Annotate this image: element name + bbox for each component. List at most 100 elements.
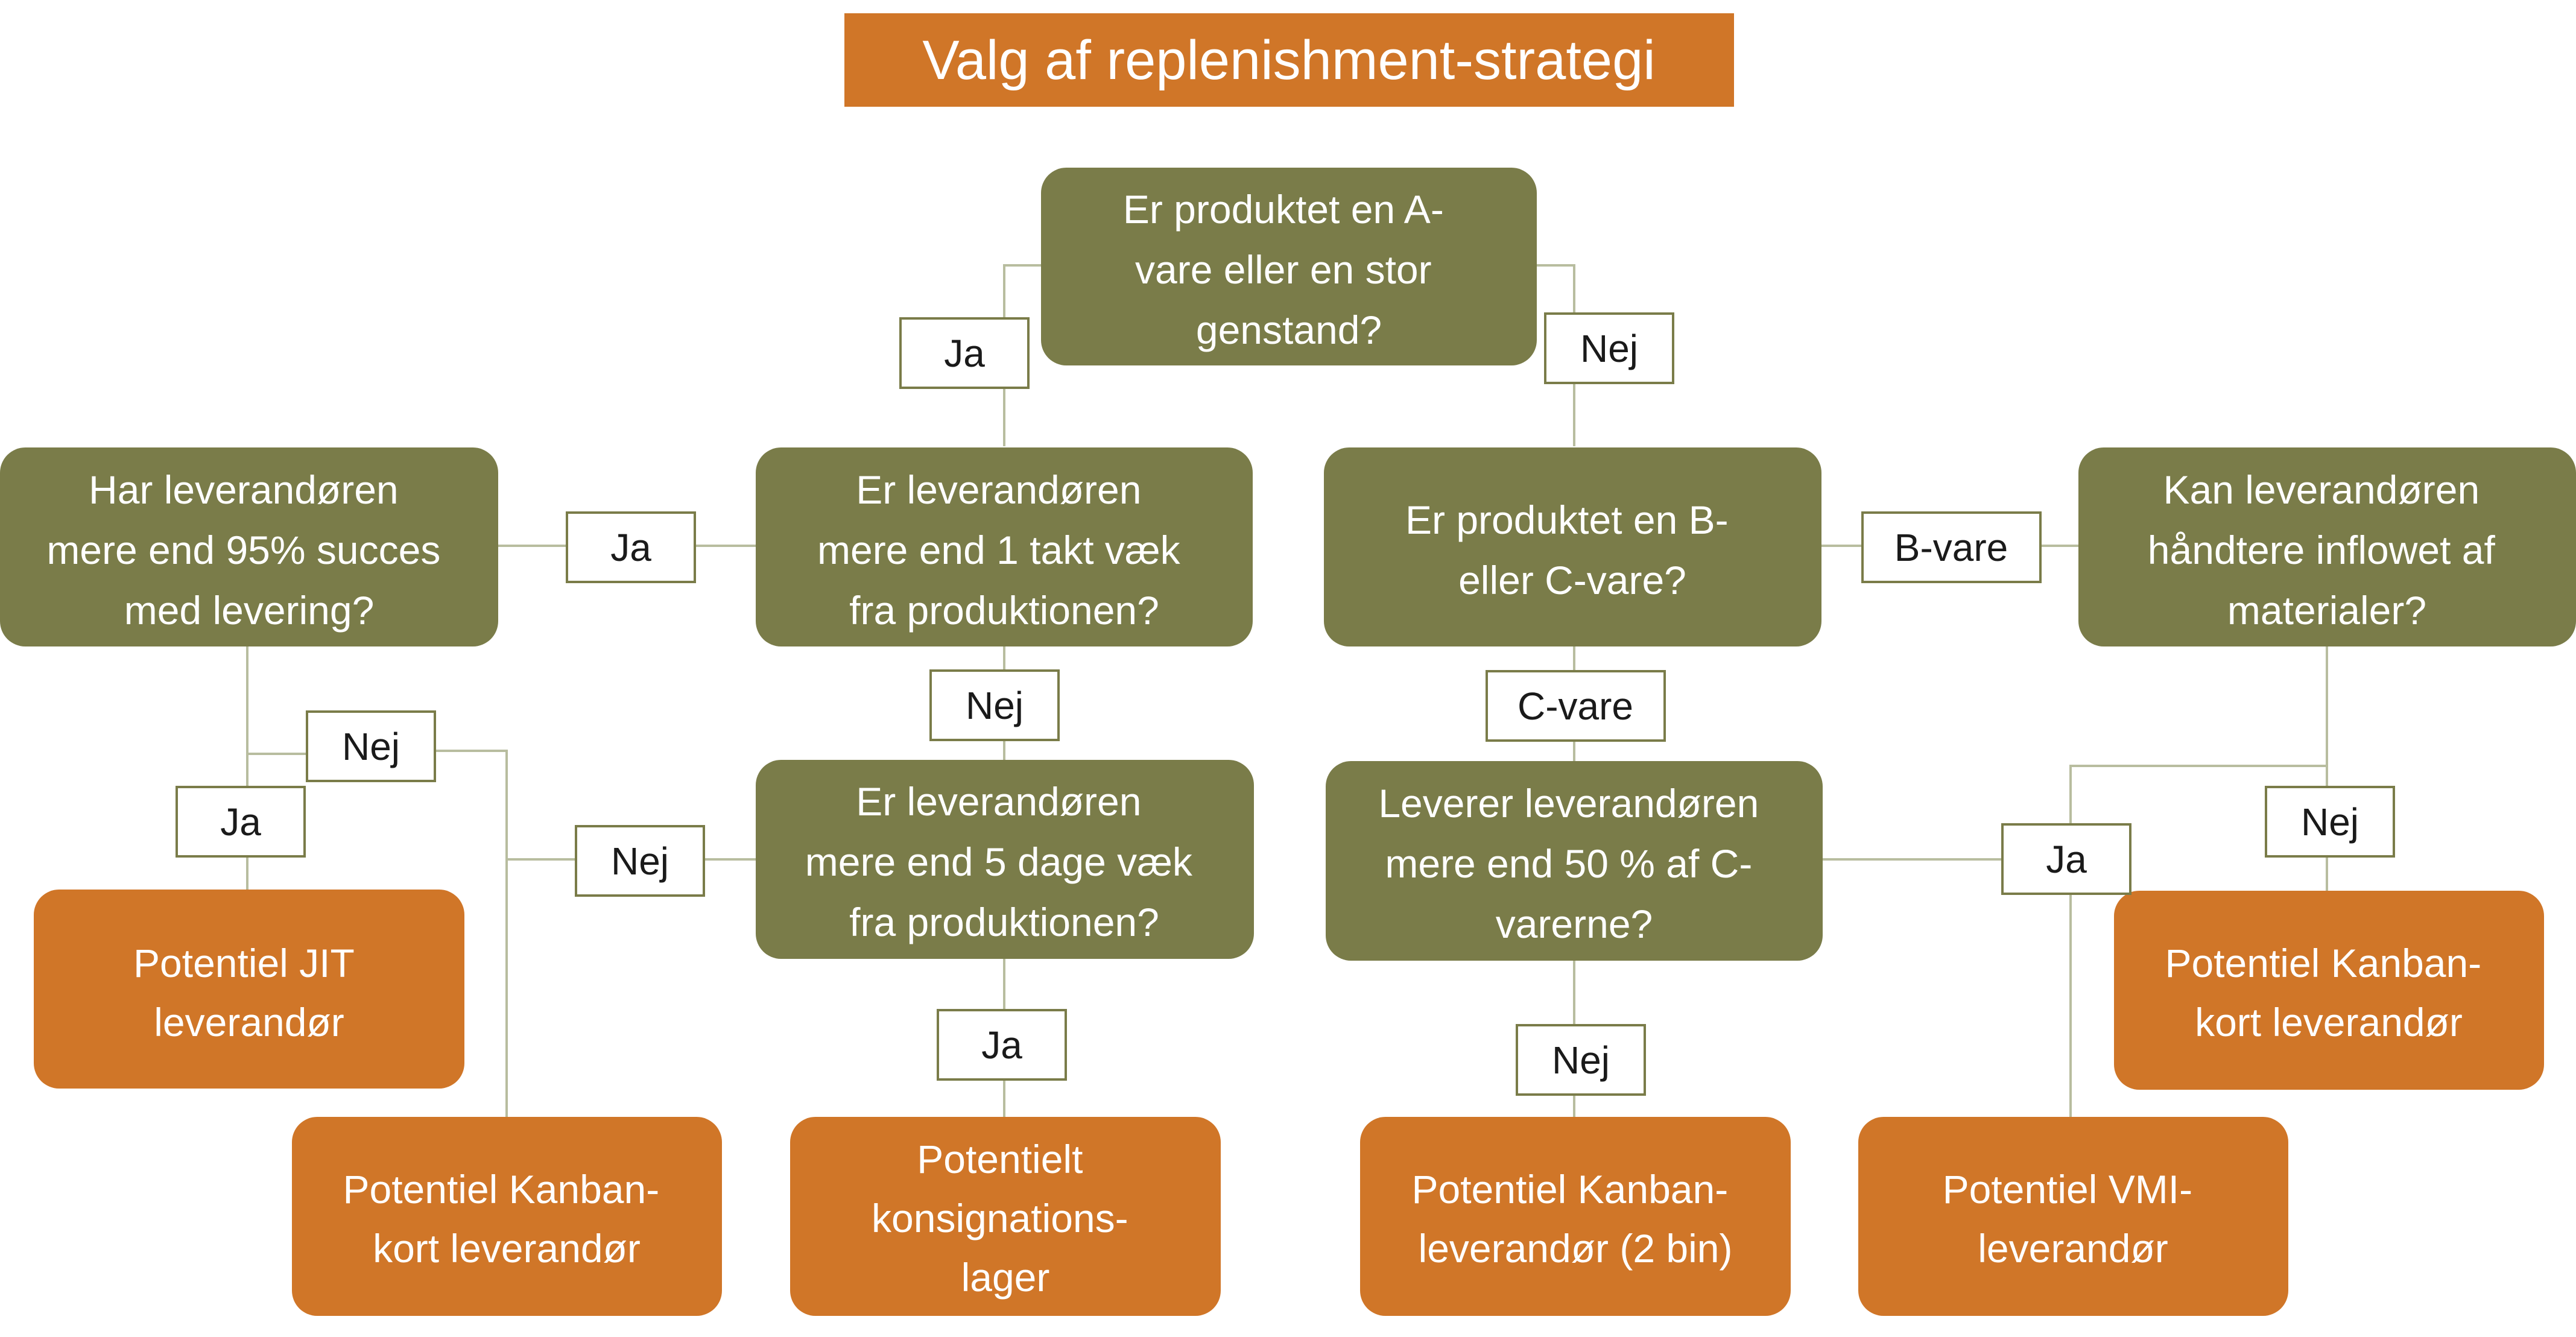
- label-box: [899, 317, 1030, 389]
- node-q-50pct: Leverer leverandøren mere end 50 % af C-…: [1326, 761, 1823, 961]
- node-line: fra produktionen?: [849, 588, 1159, 633]
- node-line: Kan leverandøren: [2163, 467, 2480, 512]
- node-line: vare eller en stor: [1135, 247, 1432, 292]
- label-box: [2001, 823, 2131, 895]
- edge-label-success-no: Nej: [306, 710, 436, 782]
- connector-success-no-to-kanban: [434, 750, 508, 1117]
- outcome-text: Potentielt konsignations- lager: [872, 1137, 1139, 1300]
- label-box: [566, 511, 696, 583]
- node-line: mere end 95% succes: [46, 528, 440, 572]
- decision-box: [1324, 447, 1821, 646]
- node-line: varerne?: [1496, 902, 1653, 946]
- label-text: B-vare: [1894, 526, 2008, 569]
- edge-label-inflow-no: Nej: [2265, 786, 2395, 858]
- node-line: fra produktionen?: [849, 900, 1159, 944]
- node-line: leverandør: [154, 1000, 344, 1045]
- decision-text: Kan leverandøren håndtere inflowet af ma…: [2148, 467, 2506, 633]
- node-line: Potentiel Kanban-: [2165, 941, 2481, 985]
- edge-label-a-item-yes: Ja: [899, 317, 1030, 389]
- outcome-text: Potentiel VMI- leverandør: [1943, 1167, 2204, 1271]
- label-text: Nej: [1580, 327, 1638, 370]
- outcome-box: [34, 890, 464, 1089]
- outcome-text: Potentiel Kanban- leverandør (2 bin): [1411, 1167, 1739, 1271]
- node-line: Er produktet en A-: [1123, 187, 1444, 232]
- outcome-text: Potentiel Kanban- kort leverandør: [2165, 941, 2492, 1045]
- edge-label-bc-b: B-vare: [1861, 511, 2042, 583]
- outcome-box: [790, 1117, 1221, 1316]
- edge-label-5days-no: Nej: [575, 825, 705, 897]
- outcome-box: [1858, 1117, 2288, 1316]
- label-box: [176, 786, 306, 858]
- outcome-text: Potentiel JIT leverandør: [133, 941, 365, 1045]
- title-text: Valg af replenishment-strategi: [922, 30, 1655, 91]
- connector-50pct-yes: [1823, 858, 2072, 1117]
- outcome-text: Potentiel Kanban- kort leverandør: [343, 1167, 670, 1271]
- node-line: mere end 5 dage væk: [805, 839, 1193, 884]
- node-q-success: Har leverandøren mere end 95% succes med…: [0, 447, 498, 646]
- node-line: Er leverandøren: [856, 779, 1141, 824]
- node-line: Er leverandøren: [856, 467, 1141, 512]
- outcome-box: [1360, 1117, 1791, 1316]
- node-line: Er produktet en B-: [1405, 498, 1729, 542]
- label-box: [937, 1009, 1067, 1081]
- label-box: [1516, 1024, 1646, 1096]
- node-q-bc-item: Er produktet en B- eller C-vare?: [1324, 447, 1821, 646]
- node-o-jit: Potentiel JIT leverandør: [34, 890, 464, 1089]
- label-box: [575, 825, 705, 897]
- edge-label-a-item-no: Nej: [1544, 312, 1674, 384]
- node-line: med levering?: [124, 588, 375, 633]
- outcome-box: [292, 1117, 722, 1316]
- edge-label-5days-yes: Ja: [937, 1009, 1067, 1081]
- node-o-kanban-card-left: Potentiel Kanban- kort leverandør: [292, 1117, 722, 1316]
- label-text: Ja: [220, 800, 261, 844]
- node-line: konsignations-: [872, 1196, 1128, 1241]
- decision-box: [756, 760, 1254, 959]
- node-line: kort leverandør: [373, 1226, 641, 1271]
- label-text: Nej: [1552, 1038, 1610, 1082]
- decision-box: [756, 447, 1253, 646]
- node-line: leverandør: [1978, 1226, 2168, 1271]
- connectors: [246, 264, 2328, 1117]
- decision-box: [1326, 761, 1823, 961]
- node-line: leverandør (2 bin): [1419, 1226, 1733, 1271]
- decision-text: Er produktet en B- eller C-vare?: [1405, 498, 1739, 602]
- node-line: Potentiel Kanban-: [343, 1167, 659, 1212]
- node-line: Potentielt: [917, 1137, 1083, 1181]
- label-text: Ja: [610, 526, 651, 569]
- decision-text: Er leverandøren mere end 1 takt væk fra …: [817, 467, 1191, 633]
- edge-labels: Ja Nej Ja Nej Nej Ja Nej Ja: [176, 312, 2395, 1096]
- label-box: [1486, 670, 1666, 742]
- decision-text: Har leverandøren mere end 95% succes med…: [46, 467, 451, 633]
- node-line: eller C-vare?: [1458, 558, 1686, 602]
- node-line: materialer?: [2227, 588, 2426, 633]
- node-o-consignment: Potentielt konsignations- lager: [790, 1117, 1221, 1316]
- title-banner: Valg af replenishment-strategi: [844, 13, 1734, 107]
- label-box: [306, 710, 436, 782]
- label-text: Nej: [966, 684, 1024, 727]
- node-o-kanban-2bin: Potentiel Kanban- leverandør (2 bin): [1360, 1117, 1791, 1316]
- label-text: Nej: [342, 725, 400, 768]
- node-line: lager: [961, 1255, 1050, 1300]
- label-box: [1861, 511, 2042, 583]
- node-line: mere end 50 % af C-: [1385, 841, 1752, 886]
- outcome-box: [2114, 891, 2544, 1090]
- decision-text: Leverer leverandøren mere end 50 % af C-…: [1378, 781, 1770, 946]
- edge-label-success-yes: Ja: [176, 786, 306, 858]
- label-box: [2265, 786, 2395, 858]
- title-background: [844, 13, 1734, 107]
- label-text: Nej: [2301, 800, 2359, 844]
- label-text: Ja: [981, 1023, 1022, 1067]
- node-line: kort leverandør: [2195, 1000, 2463, 1045]
- node-q-takt: Er leverandøren mere end 1 takt væk fra …: [756, 447, 1253, 646]
- decision-box: [1041, 168, 1537, 365]
- label-box: [1544, 312, 1674, 384]
- label-text: Ja: [2046, 838, 2087, 881]
- label-text: Nej: [611, 839, 669, 883]
- edge-label-50pct-yes: Ja: [2001, 823, 2131, 895]
- node-line: Leverer leverandøren: [1378, 781, 1759, 826]
- edge-label-50pct-no: Nej: [1516, 1024, 1646, 1096]
- edge-label-takt-yes: Ja: [566, 511, 696, 583]
- label-box: [929, 669, 1060, 741]
- node-o-vmi: Potentiel VMI- leverandør: [1858, 1117, 2288, 1316]
